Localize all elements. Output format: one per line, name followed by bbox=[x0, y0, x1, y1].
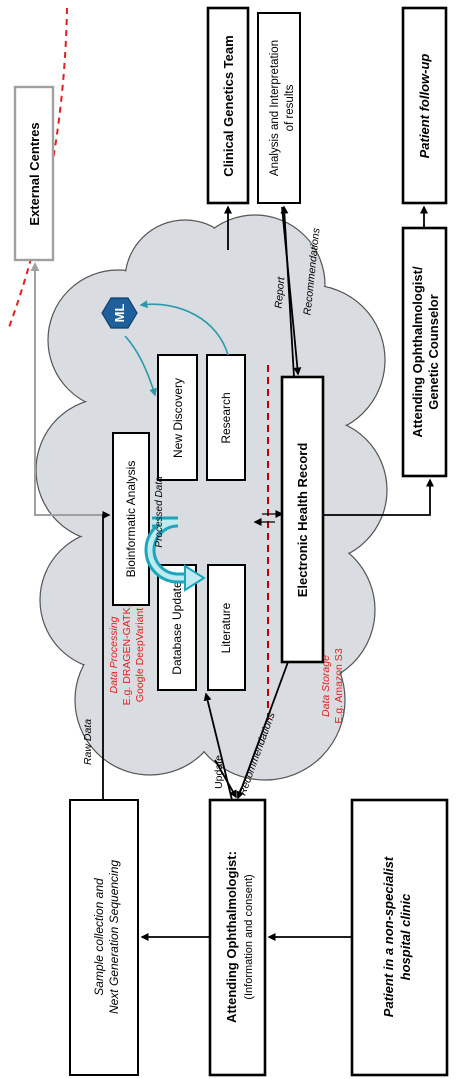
attending-ophthalmologist-box[interactable] bbox=[208, 798, 267, 1077]
report-arrow bbox=[280, 205, 295, 378]
processed-data-label: Processed Data bbox=[154, 476, 165, 548]
ehr-label: Electronic Health Record bbox=[295, 443, 310, 598]
literature-box[interactable] bbox=[207, 564, 246, 691]
ehr-recommendations-arrow bbox=[236, 661, 289, 800]
sample-collection-box[interactable] bbox=[69, 799, 139, 1076]
update-return-arrow bbox=[214, 759, 237, 799]
ml-label: ML bbox=[112, 304, 127, 323]
data-processing-example-1: E.g. DRAGEN-GATK, bbox=[121, 605, 133, 706]
counselor-line-2: Genetic Counselor bbox=[426, 294, 441, 410]
external-centres-box[interactable] bbox=[13, 85, 55, 262]
counselor-box[interactable] bbox=[401, 226, 448, 478]
patient-followup-box[interactable] bbox=[401, 6, 448, 205]
data-storage-label: Data Storage bbox=[320, 655, 332, 717]
update-label: Update bbox=[213, 755, 225, 789]
analysis-line-2: of results bbox=[284, 84, 296, 131]
raw-data-label: Raw Data bbox=[82, 719, 94, 765]
clinical-genetics-team-label: Clinical Genetics Team bbox=[221, 35, 236, 176]
raw-data-arrow bbox=[102, 511, 111, 800]
new-discovery-box[interactable] bbox=[157, 354, 198, 481]
storage-exchange-icon bbox=[253, 510, 284, 526]
database-update-label: Database Update bbox=[170, 581, 184, 675]
research-label: Research bbox=[219, 392, 233, 443]
data-storage-example: E.g. Amazon S3 bbox=[333, 648, 345, 723]
data-processing-example-2: Google DeepVariant bbox=[134, 608, 146, 702]
data-processing-label: Data Processing bbox=[108, 616, 120, 693]
ehr-to-counselor-arrow bbox=[323, 478, 434, 516]
research-box[interactable] bbox=[206, 354, 246, 481]
bioinformatic-analysis-label: Bioinformatic Analysis bbox=[124, 461, 138, 578]
counselor-line-1: Attending Ophthalmologist/ bbox=[410, 266, 425, 438]
bioinformatic-analysis-box[interactable] bbox=[112, 432, 150, 606]
attending-line-2: (Information and consent) bbox=[243, 874, 255, 999]
report-label: Report bbox=[273, 275, 288, 309]
literature-label: Literature bbox=[219, 602, 233, 653]
sample-line-2: Next Generation Sequencing bbox=[107, 860, 121, 1014]
patient-clinic-box[interactable] bbox=[350, 798, 449, 1077]
analysis-line-1: Analysis and Interpretation bbox=[269, 40, 281, 176]
cloud-shape bbox=[35, 214, 388, 781]
patient-line-2: hospital clinic bbox=[398, 893, 413, 980]
patient-line-1: Patient in a non-specialist bbox=[381, 856, 396, 1017]
ml-hexagon[interactable] bbox=[101, 297, 138, 329]
external-centres-label: External Centres bbox=[27, 122, 42, 225]
attending-line-1: Attending Ophthalmologist: bbox=[224, 851, 239, 1023]
clinical-genetics-team-box[interactable] bbox=[206, 6, 250, 205]
sample-line-1: Sample collection and bbox=[92, 878, 106, 996]
ml-to-discovery-arrow bbox=[124, 335, 157, 397]
research-to-ml-arrow bbox=[139, 300, 229, 356]
patient-followup-label: Patient follow-up bbox=[417, 54, 432, 159]
recommendations-arrow bbox=[281, 206, 302, 376]
processing-cycle-icon bbox=[144, 516, 206, 592]
analysis-interpretation-box[interactable] bbox=[257, 12, 301, 204]
new-discovery-label: New Discovery bbox=[171, 378, 185, 458]
ehr-box[interactable] bbox=[280, 375, 325, 664]
